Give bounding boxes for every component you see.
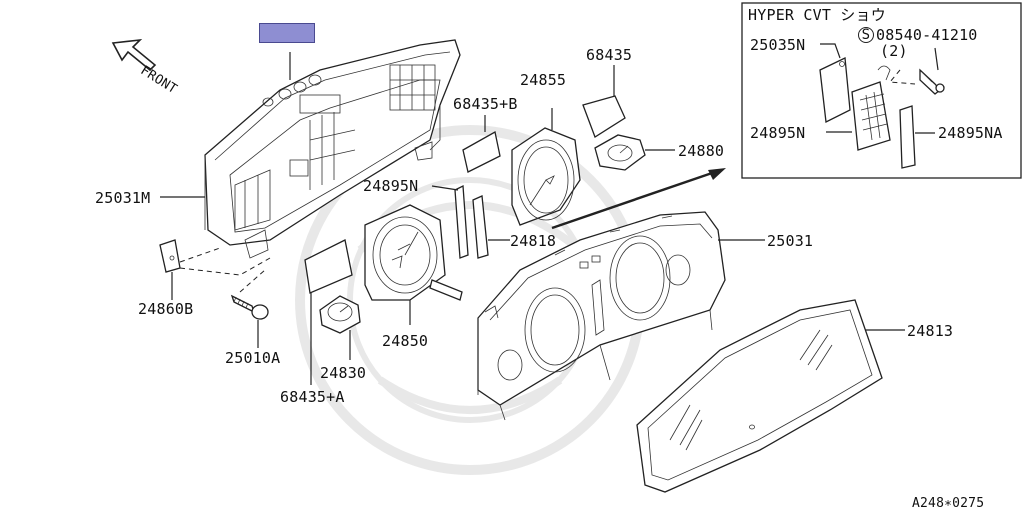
part-24895N-strip [454,184,469,259]
inset-label-24895NA: 24895NA [938,124,1003,142]
figure-code: A248∗0275 [912,496,985,511]
part-68435B-gasket [462,130,501,173]
inset-screw-part-label: 08540-41210 [876,26,978,44]
label-24860B: 24860B [138,300,194,318]
label-68435A: 68435+A [280,388,345,406]
inset-screw-qty-label: (2) [880,42,908,60]
label-25031: 25031 [767,232,814,250]
part-25031M-housing [204,39,461,259]
part-24830-gauge [319,295,361,334]
part-68435-gasket [582,95,626,138]
part-24813-lens [636,299,883,493]
label-24830: 24830 [320,364,367,382]
inset-screw [919,68,945,95]
arrow-to-inset [551,170,716,230]
label-24818: 24818 [510,232,557,250]
label-25010A: 25010A [225,349,281,367]
inset-bracket-25035N [819,57,851,123]
label-68435: 68435 [586,46,633,64]
inset-label-24895N: 24895N [750,124,806,142]
part-24850-gauge [364,204,463,301]
highlight-box [259,23,315,43]
part-24880-gauge [594,134,646,171]
inset-label-25035N: 25035N [750,36,806,54]
label-24895N: 24895N [363,177,419,195]
part-25031-housing [477,211,726,421]
inset-strip-24895NA [899,105,916,169]
part-25010A-screw [230,294,269,320]
label-24850: 24850 [382,332,429,350]
label-24880: 24880 [678,142,725,160]
part-68435A-gasket [304,239,353,294]
front-arrow-icon [111,38,157,72]
part-24860B-clip [159,239,181,273]
screw-symbol-icon: S [858,27,874,43]
inset-title: HYPER CVT ショウ [748,6,886,24]
label-25031M: 25031M [95,189,151,207]
inset-frame [741,2,1022,179]
inset-connector-24895N [851,65,891,151]
part-24818-strip [472,195,489,259]
part-24855-gauge [511,127,581,226]
label-24855: 24855 [520,71,567,89]
label-24813: 24813 [907,322,954,340]
label-68435B: 68435+B [453,95,518,113]
